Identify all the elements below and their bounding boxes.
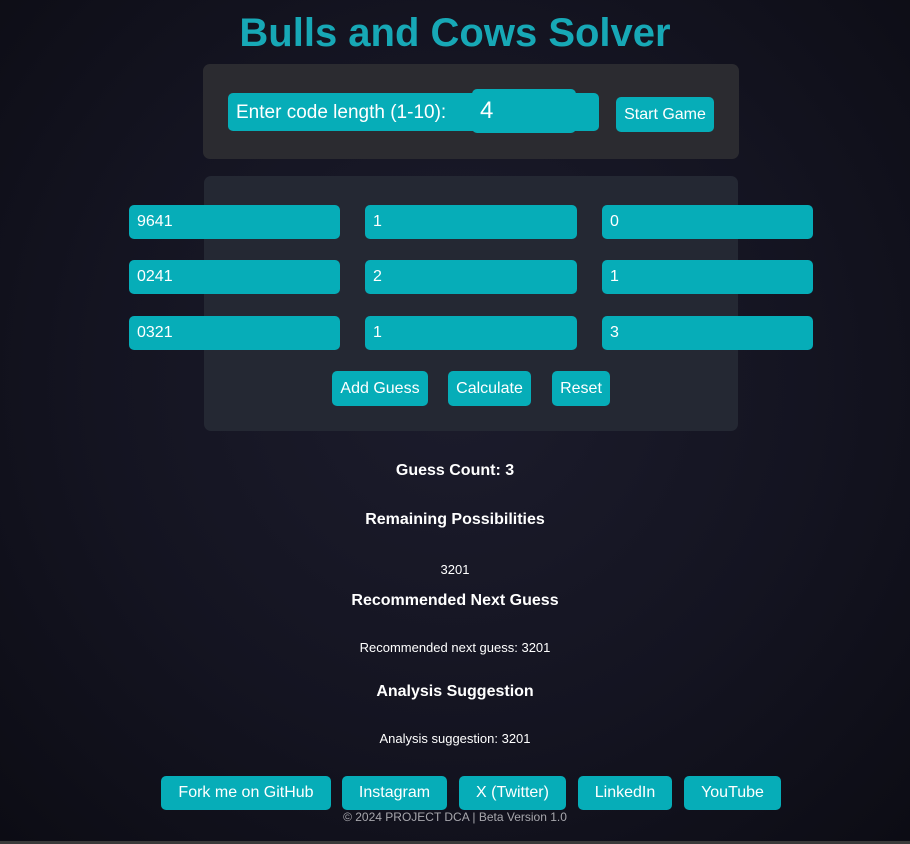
twitter-link[interactable]: X (Twitter) — [459, 776, 566, 810]
footer-copyright: © 2024 PROJECT DCA | Beta Version 1.0 — [343, 810, 567, 824]
code-length-label: Enter code length (1-10): — [236, 102, 447, 123]
analysis-text: Analysis suggestion: 3201 — [379, 731, 531, 746]
bulls-input[interactable] — [365, 260, 577, 294]
github-link[interactable]: Fork me on GitHub — [161, 776, 331, 810]
guess-input[interactable] — [129, 316, 340, 350]
remaining-heading: Remaining Possibilities — [365, 511, 545, 528]
cows-input[interactable] — [602, 316, 813, 350]
code-length-group: Enter code length (1-10): — [228, 89, 599, 133]
guess-row — [129, 205, 813, 239]
linkedin-link[interactable]: LinkedIn — [578, 776, 672, 810]
cows-input[interactable] — [602, 205, 813, 239]
guess-input[interactable] — [129, 260, 340, 294]
add-guess-button[interactable]: Add Guess — [332, 371, 428, 406]
recommended-text: Recommended next guess: 3201 — [359, 640, 551, 655]
code-length-input[interactable] — [472, 89, 576, 133]
start-game-button[interactable]: Start Game — [616, 97, 714, 132]
guess-row — [129, 316, 813, 350]
guess-count: Guess Count: 3 — [395, 462, 515, 479]
bulls-input[interactable] — [365, 316, 577, 350]
analysis-heading: Analysis Suggestion — [376, 683, 534, 700]
reset-button[interactable]: Reset — [552, 371, 610, 406]
remaining-list: 3201 — [440, 562, 470, 577]
instagram-link[interactable]: Instagram — [342, 776, 447, 810]
setup-panel: Enter code length (1-10): Start Game — [203, 64, 739, 159]
guess-input[interactable] — [129, 205, 340, 239]
bulls-input[interactable] — [365, 205, 577, 239]
calculate-button[interactable]: Calculate — [448, 371, 531, 406]
cows-input[interactable] — [602, 260, 813, 294]
recommended-heading: Recommended Next Guess — [351, 592, 559, 609]
youtube-link[interactable]: YouTube — [684, 776, 781, 810]
page-title: Bulls and Cows Solver — [239, 11, 671, 55]
guess-row — [129, 260, 813, 294]
bottom-divider — [0, 841, 910, 844]
